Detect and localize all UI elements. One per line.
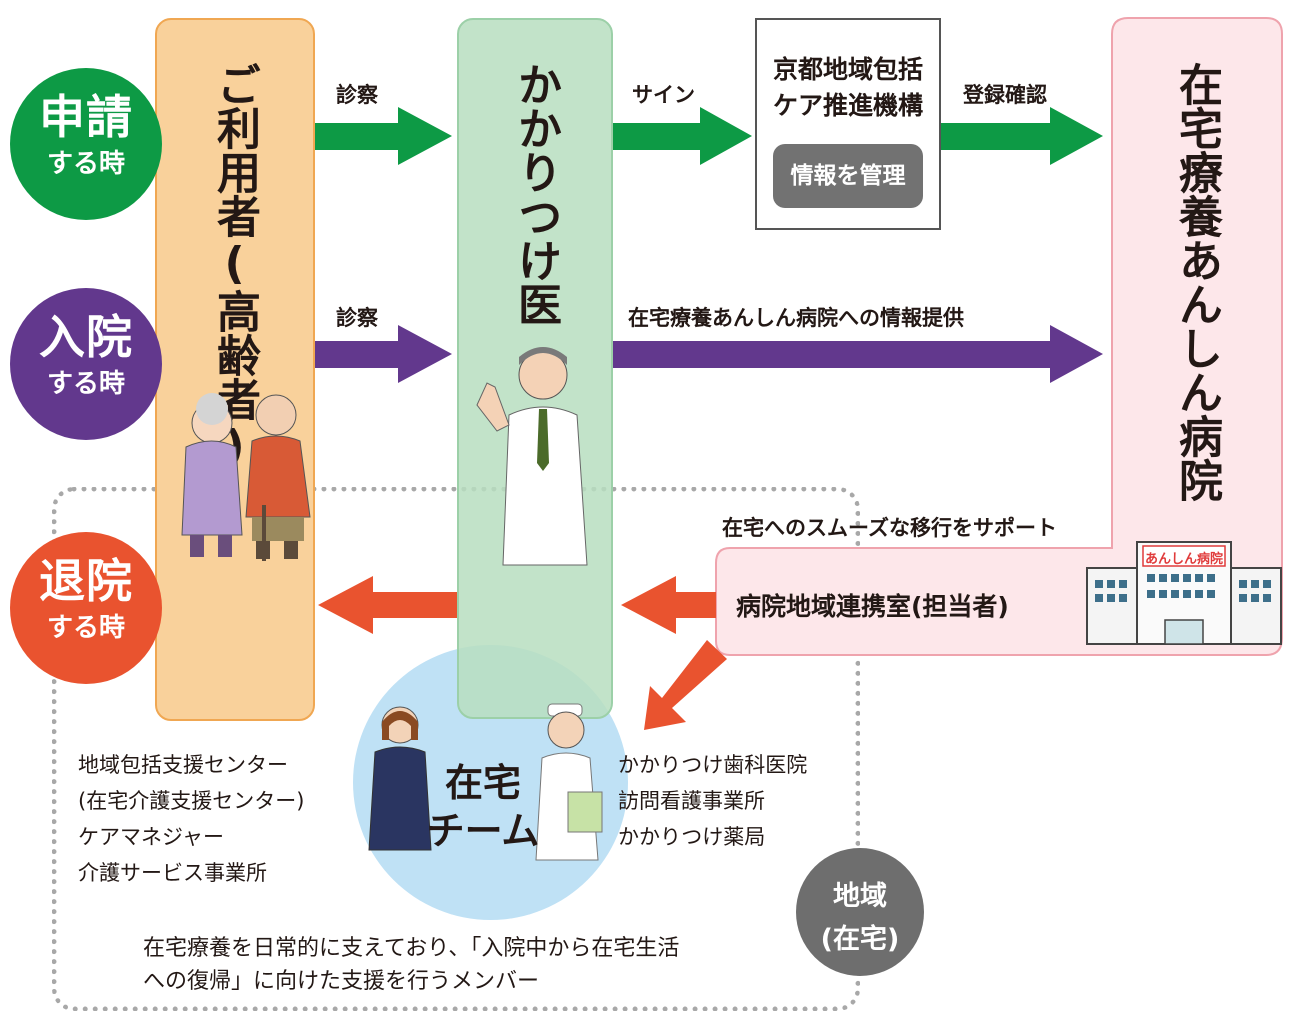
arrow-apply-user-to-doctor [315,107,452,165]
elderly-couple-illustration [181,393,311,561]
kyoto-line2: ケア推進機構 [772,91,923,120]
list-item: 訪問看護事業所 [618,789,765,813]
arrow-discharge-hospital-to-doctor [621,576,716,634]
list-item: 地域包括支援センター [78,753,288,777]
phase-discharge-circle: 退院 する時 [10,532,162,684]
phase-discharge-main: 退院 [39,554,133,608]
home-team-title-line1: 在宅 [444,761,521,805]
phase-admit-sub: する時 [46,369,125,399]
list-item: ケアマネジャー [78,825,224,849]
footer-line2: への復帰」に向けた支援を行うメンバー [143,969,540,994]
phase-admit-circle: 入院 する時 [10,288,162,440]
hospital-sign-text: あんしん病院 [1144,552,1223,567]
arrow-apply-doctor-to-kyoto [613,107,752,165]
left-support-list: 地域包括支援センター (在宅介護支援センター) ケアマネジャー 介護サービス事業… [78,747,304,891]
nurse-illustration [535,703,603,861]
region-home-badge: 地域 (在宅) [796,848,924,976]
arrow-admit-doctor-to-hospital [613,325,1103,383]
hospital-building-illustration [1086,541,1282,645]
phase-discharge-sub: する時 [46,613,125,643]
list-item: (在宅介護支援センター) [78,789,305,813]
community-region [52,487,860,1011]
arrow-admit-user-to-doctor [315,325,452,383]
phase-apply-sub: する時 [46,149,125,179]
doctor-illustration [476,347,588,566]
hospital-office-label: 病院地域連携室(担当者) [736,592,1009,621]
doctor-column-title: かかりつけ医 [510,62,561,326]
info-management-badge: 情報を管理 [773,144,923,208]
phase-apply-circle: 申請 する時 [10,68,162,220]
region-badge-line2: (在宅) [820,924,900,955]
phase-apply-main: 申請 [39,90,133,144]
footer-line1: 在宅療養を日常的に支えており、「入院中から在宅生活 [143,936,680,961]
label-apply-sign: サイン [632,83,695,107]
arrow-discharge-doctor-to-user [318,576,457,634]
label-admit-exam: 診察 [336,306,378,330]
case-manager-illustration [368,706,432,851]
list-item: かかりつけ薬局 [618,825,766,849]
list-item: かかりつけ歯科医院 [618,753,808,777]
arrow-discharge-hospital-to-team [644,640,727,730]
arrow-apply-kyoto-to-hospital [941,107,1103,165]
label-discharge-support: 在宅へのスムーズな移行をサポート [722,516,1057,540]
phase-admit-main: 入院 [39,310,133,364]
kyoto-line1: 京都地域包括 [772,55,923,84]
label-admit-info: 在宅療養あんしん病院への情報提供 [628,306,964,330]
label-apply-register: 登録確認 [963,83,1047,107]
home-team-title-line2: チーム [426,809,540,853]
list-item: 介護サービス事業所 [78,861,267,885]
hospital-title: 在宅療養あんしん病院 [1171,62,1222,502]
label-apply-exam: 診察 [336,83,378,107]
right-support-list: かかりつけ歯科医院 訪問看護事業所 かかりつけ薬局 [618,747,807,855]
region-badge-line1: 地域 [833,881,887,912]
